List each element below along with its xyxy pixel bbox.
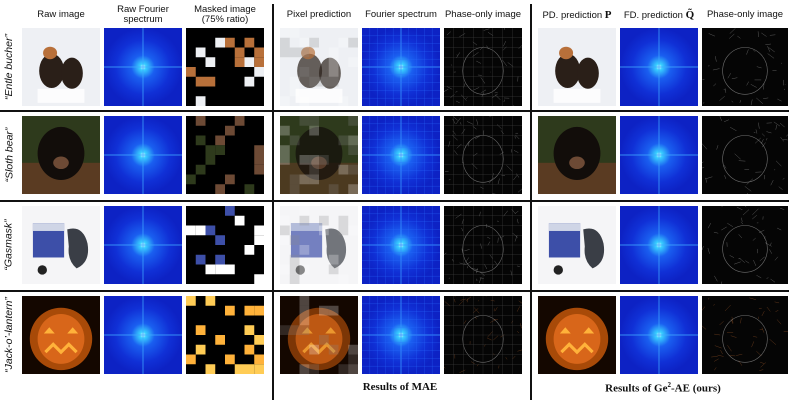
tile-gasmask-phase-only-image-mae [444,206,522,284]
tile-jack-o-lantern-raw-fourier-spectrum [104,296,182,374]
tile-jack-o-lantern-phase-only-image-ours [702,296,788,374]
tile-entle-bucher-pixel-prediction [280,28,358,106]
footer-ge2ae: Results of Ge2-AE (ours) [605,381,721,395]
tile-jack-o-lantern-fd-prediction [620,296,698,374]
header-masked-image: Masked image(75% ratio) [194,4,256,25]
tile-sloth-bear-phase-only-image-ours [702,116,788,194]
tile-jack-o-lantern-pixel-prediction [280,296,358,374]
tile-jack-o-lantern-phase-only-image-mae [444,296,522,374]
row-label-sloth-bear: “Sloth bear” [3,127,16,183]
row-divider-3 [0,290,789,292]
tile-gasmask-pixel-prediction [280,206,358,284]
tile-sloth-bear-pd-prediction [538,116,616,194]
tile-jack-o-lantern-pd-prediction [538,296,616,374]
tile-sloth-bear-fd-prediction [620,116,698,194]
tile-sloth-bear-raw-fourier-spectrum [104,116,182,194]
tile-entle-bucher-phase-only-image-ours [702,28,788,106]
row-label-entle-bucher: “Entle bucher” [3,34,16,100]
header-pixel-prediction: Pixel prediction [286,9,352,20]
tile-entle-bucher-fourier-spectrum [362,28,440,106]
header-pd-prediction: PD. prediction P [542,9,612,21]
row-divider-1 [0,110,789,112]
tile-entle-bucher-fd-prediction [620,28,698,106]
pd-symbol: P [604,9,612,21]
tile-gasmask-fourier-spectrum [362,206,440,284]
tile-sloth-bear-pixel-prediction [280,116,358,194]
row-label-jack-o-lantern: “Jack-o’-lantern” [3,297,16,373]
divider-mae [272,4,274,400]
tile-gasmask-pd-prediction [538,206,616,284]
header-fd-prediction: FD. prediction Q̃ [623,9,695,21]
tile-gasmask-masked-image [186,206,264,284]
tile-sloth-bear-raw-image [22,116,100,194]
divider-ours [530,4,532,400]
tile-jack-o-lantern-fourier-spectrum [362,296,440,374]
header-phase-only-ours: Phase-only image [706,9,784,20]
tile-gasmask-fd-prediction [620,206,698,284]
tile-entle-bucher-phase-only-image-mae [444,28,522,106]
header-raw-image: Raw image [37,9,85,20]
fd-symbol: Q̃ [685,9,695,21]
tile-sloth-bear-fourier-spectrum [362,116,440,194]
tile-entle-bucher-pd-prediction [538,28,616,106]
tile-sloth-bear-masked-image [186,116,264,194]
tile-gasmask-phase-only-image-ours [702,206,788,284]
row-divider-2 [0,200,789,202]
tile-gasmask-raw-fourier-spectrum [104,206,182,284]
row-label-gasmask: “Gasmask” [3,219,15,271]
tile-jack-o-lantern-masked-image [186,296,264,374]
tile-entle-bucher-raw-image [22,28,100,106]
tile-gasmask-raw-image [22,206,100,284]
header-fourier-spectrum: Fourier spectrum [365,9,437,20]
footer-mae: Results of MAE [362,381,438,393]
header-phase-only-mae: Phase-only image [444,9,522,20]
tile-entle-bucher-raw-fourier-spectrum [104,28,182,106]
tile-entle-bucher-masked-image [186,28,264,106]
tile-jack-o-lantern-raw-image [22,296,100,374]
tile-sloth-bear-phase-only-image-mae [444,116,522,194]
